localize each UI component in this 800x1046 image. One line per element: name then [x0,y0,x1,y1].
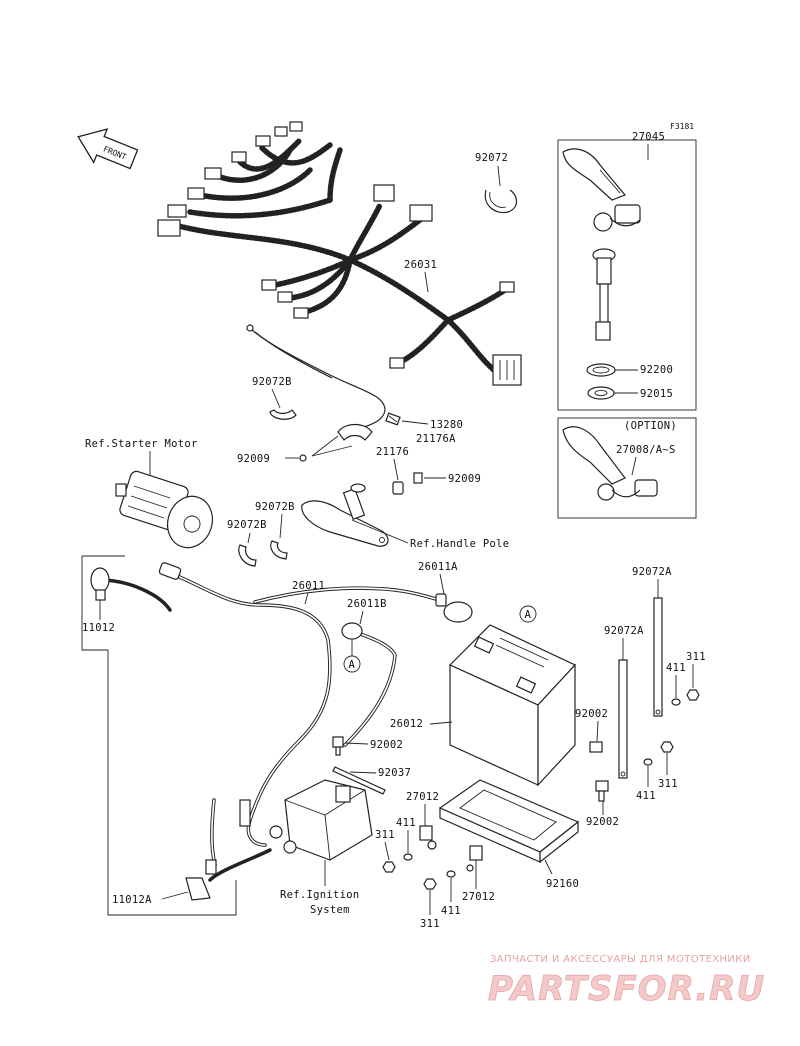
ignition-switch-box [557,139,697,411]
grommet-13280 [385,412,401,426]
figure-code: F3181 [670,122,694,131]
label-92072B-a: 92072B [227,519,267,531]
label-92037: 92037 [378,767,411,779]
option-box [557,417,697,519]
option-key-icon [562,426,658,501]
watermark-logo: PARTSFOR.RU [488,969,765,1009]
label-92072A-top: 92072A [632,566,672,578]
washer-411-right [671,698,681,706]
starter-motor [115,470,214,549]
washer-411-bottom [446,870,456,878]
label-27045: 27045 [632,131,665,143]
sensor-wire [246,324,386,429]
label-ref-starter-motor: Ref.Starter Motor [85,438,198,450]
label-27012-top: 27012 [406,791,439,803]
strap-92037 [332,766,386,795]
label-92072: 92072 [475,152,508,164]
bracket-27012-top [419,825,437,850]
label-92160: 92160 [546,878,579,890]
label-92002-right-bottom: 92002 [586,816,619,828]
label-11012A: 11012A [112,894,152,906]
label-411-mid-right: 411 [636,790,656,802]
label-92072A-mid: 92072A [604,625,644,637]
clamp-92072B-b [270,540,288,560]
label-27012-bottom: 27012 [462,891,495,903]
ground-cable-11012 [90,567,272,901]
battery-tray-92160 [438,779,580,864]
battery-26012 [448,624,576,787]
handle-pole [301,483,389,547]
label-27008: 27008/A~S [616,444,676,456]
watermark-tagline: ЗАПЧАСТИ И АКСЕССУАРЫ ДЛЯ МОТОТЕХНИКИ [490,954,751,965]
bolt-92002-right-top [589,741,603,753]
ignition-switch-body [592,204,641,341]
clamp-92072B-a [238,544,257,567]
label-411-bottom: 411 [441,905,461,917]
label-option: (OPTION) [624,420,677,432]
label-ref-ignition-1: Ref.Ignition [280,889,359,901]
label-92015: 92015 [640,388,673,400]
label-92009-left: 92009 [237,453,270,465]
bolt-92002-right-bottom [595,780,609,802]
bracket-left [337,423,373,441]
label-26031: 26031 [404,259,437,271]
label-411-center: 411 [396,817,416,829]
bolt-92002-center [332,736,344,756]
label-411-right: 411 [666,662,686,674]
label-92200: 92200 [640,364,673,376]
bolt-92009-left [299,454,307,462]
strap-92072A-mid [618,659,628,779]
switch-21176 [392,481,404,495]
clamp-92072B-top [269,409,297,420]
label-26011: 26011 [292,580,325,592]
nut-311-right [686,689,700,701]
label-311-right: 311 [686,651,706,663]
label-21176A: 21176A [416,433,456,445]
label-92072B-b: 92072B [255,501,295,513]
cable-26011B [341,622,397,747]
circle-marker-a-battery [519,605,537,623]
label-ref-ignition-2: System [310,904,350,916]
nut-311-center [382,861,396,873]
label-92002-center: 92002 [370,739,403,751]
label-92009-right: 92009 [448,473,481,485]
label-21176: 21176 [376,446,409,458]
bracket-27012-bottom [466,845,483,872]
washer-411-mid-right [643,758,653,766]
label-26012: 26012 [390,718,423,730]
ignition-key-icon [562,148,626,201]
circle-a-cable-label: A [349,659,356,671]
label-ref-handle-pole: Ref.Handle Pole [410,538,509,550]
bolt-92009-right [413,472,423,484]
circle-a-battery-label: A [525,609,532,621]
washer-92200 [586,363,616,377]
strap-92072A-top [653,597,663,717]
label-92002-right-top: 92002 [575,708,608,720]
label-26011A: 26011A [418,561,458,573]
label-13280: 13280 [430,419,463,431]
label-92072B-top: 92072B [252,376,292,388]
ignition-unit [269,779,373,861]
main-harness [157,121,522,386]
ground-group-outline [81,556,237,916]
front-arrow-icon: FRONT [77,128,139,170]
label-311-mid-right: 311 [658,778,678,790]
label-311-center: 311 [375,829,395,841]
label-11012: 11012 [82,622,115,634]
nut-92015 [587,386,615,400]
nut-311-mid-right [660,741,674,753]
washer-411-center [403,853,413,861]
nut-311-bottom [423,878,437,890]
clip-92072 [484,189,518,214]
label-311-bottom: 311 [420,918,440,930]
label-26011B: 26011B [347,598,387,610]
